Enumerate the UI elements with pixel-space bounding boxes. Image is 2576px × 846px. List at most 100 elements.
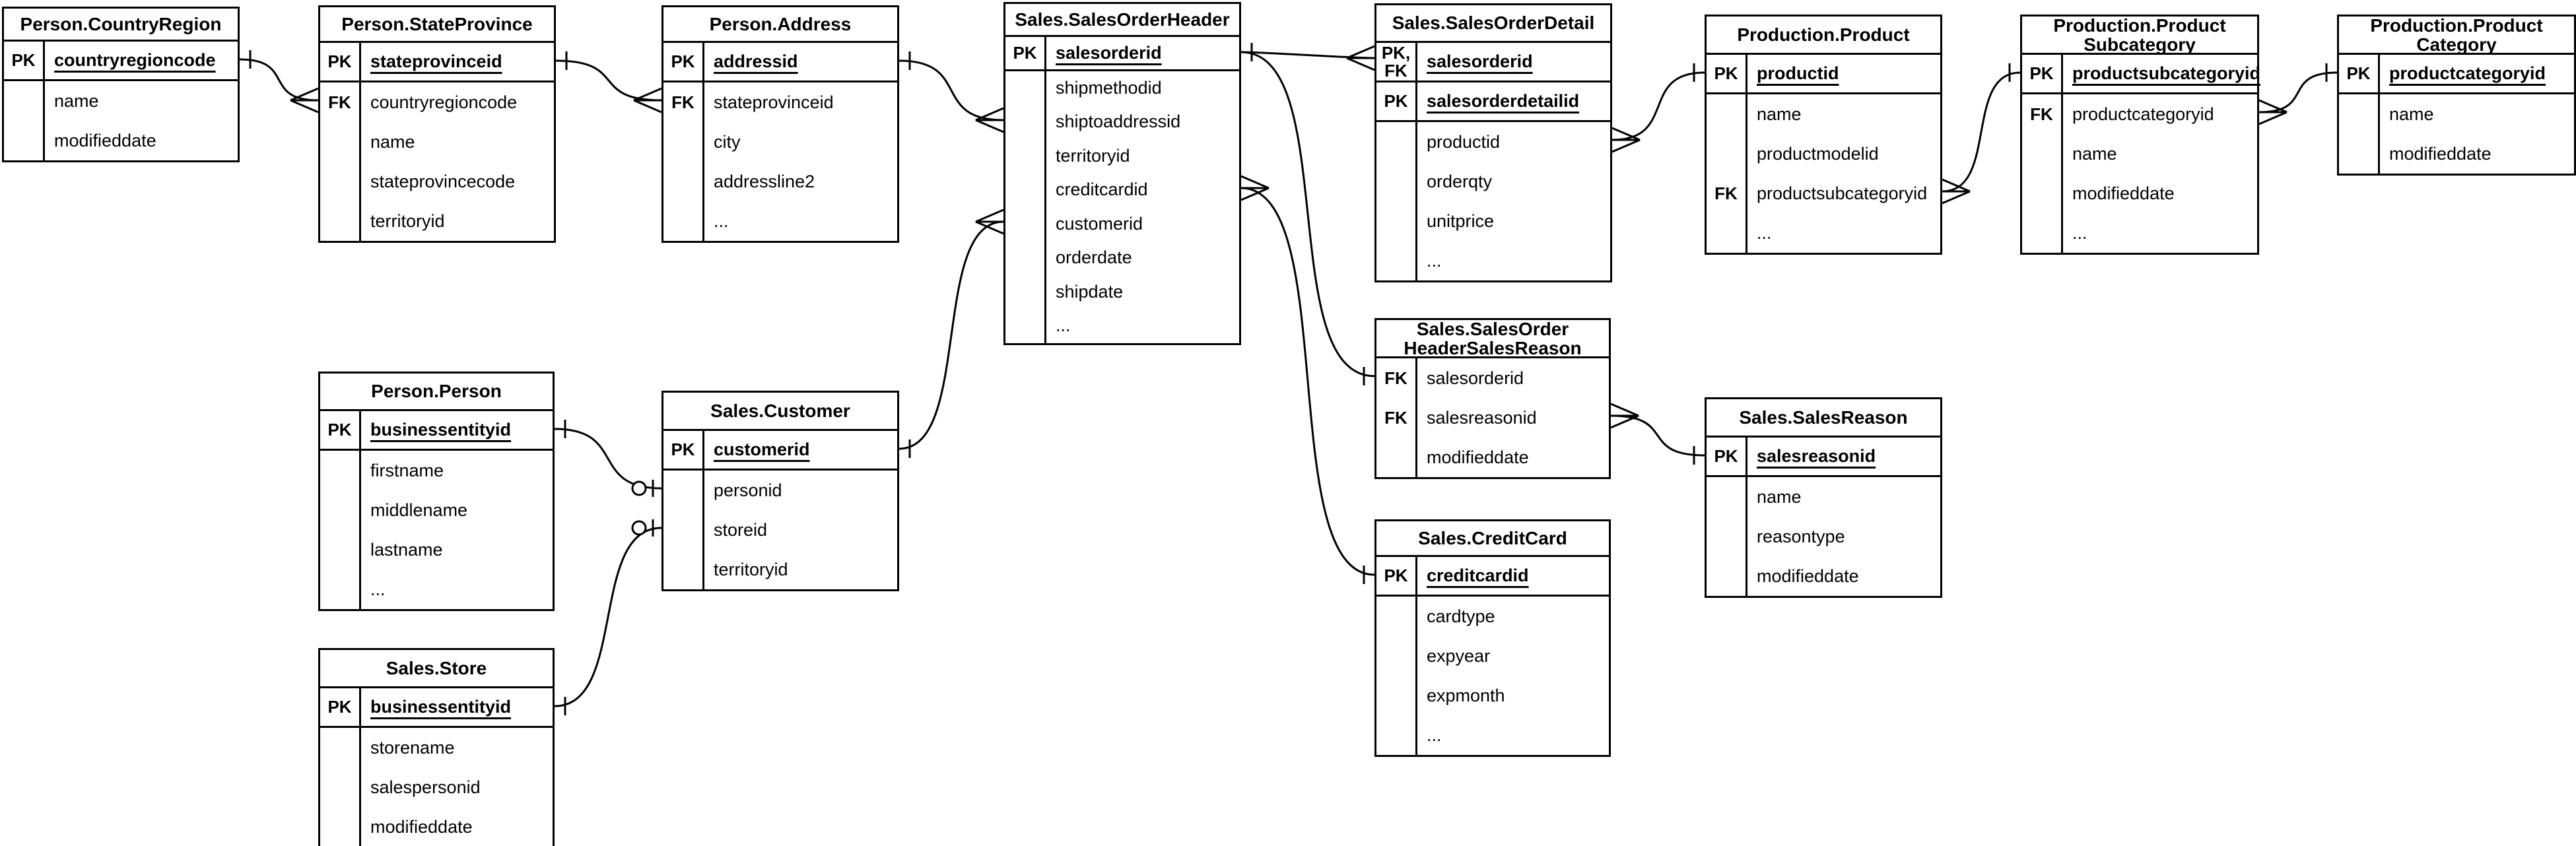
table-row: addressline2 <box>663 162 897 201</box>
key-cell <box>320 807 361 846</box>
relationship-line[interactable] <box>898 220 1004 450</box>
relationship-line[interactable] <box>1611 71 1705 141</box>
column-name: businessentityid <box>370 697 512 717</box>
table-row: ... <box>1005 309 1239 343</box>
key-cell <box>663 510 704 550</box>
column-name: firstname <box>370 460 444 480</box>
relationship-line[interactable] <box>2258 71 2338 114</box>
column-name: stateprovinceid <box>370 51 502 71</box>
relationship-line[interactable] <box>1240 187 1375 576</box>
column-name: name <box>2389 104 2434 124</box>
relationship-line[interactable] <box>1942 71 2021 193</box>
table-title-line: Sales.Store <box>386 657 487 678</box>
key-cell: FK <box>1376 358 1417 398</box>
key-cell <box>320 569 361 609</box>
table-title-line: Person.Address <box>709 13 852 34</box>
table-row: personid <box>663 471 897 510</box>
relationship-line[interactable] <box>1240 51 1375 377</box>
column-name: salesreasonid <box>1757 446 1876 466</box>
many-marker <box>290 87 319 114</box>
relationship-line[interactable] <box>554 428 662 490</box>
column-name: name <box>54 90 99 111</box>
table-row: modifieddate <box>1376 438 1609 477</box>
table-row: name <box>1707 477 1940 517</box>
table-row: productmodelid <box>1707 134 1940 174</box>
table-title: Person.CountryRegion <box>4 9 238 42</box>
relationship-line[interactable] <box>239 58 319 102</box>
key-label: FK <box>1384 368 1407 388</box>
column-name: productid <box>1757 63 1839 83</box>
key-cell <box>1005 139 1046 173</box>
key-cell <box>1707 134 1747 174</box>
column-name: salesorderid <box>1427 51 1533 71</box>
table-row: FK stateprovinceid <box>663 82 897 122</box>
column-name: modifieddate <box>2389 143 2491 164</box>
zero-or-one-marker-circle <box>631 520 647 536</box>
column-name: customerid <box>714 439 810 459</box>
key-cell <box>663 471 704 510</box>
key-cell <box>1005 71 1046 105</box>
table-row: reasontype <box>1707 517 1940 556</box>
table-row: modifieddate <box>2022 174 2257 213</box>
relationship-line[interactable] <box>554 527 662 707</box>
table-row: name <box>2339 94 2574 134</box>
table-title: Production.Product <box>1707 16 1940 55</box>
key-cell <box>1376 162 1417 201</box>
key-cell <box>320 201 361 241</box>
column-name: productcategoryid <box>2389 63 2546 83</box>
relationship-line[interactable] <box>1610 414 1705 457</box>
key-cell <box>1707 213 1747 253</box>
key-cell <box>2339 94 2380 134</box>
key-label: FK <box>1384 60 1407 81</box>
many-marker <box>633 87 662 114</box>
table-title: Sales.SalesOrderDetail <box>1376 5 1610 43</box>
key-cell <box>663 162 704 201</box>
key-cell: PK <box>1005 37 1046 69</box>
column-name: stateprovinceid <box>714 92 834 112</box>
column-name: personid <box>714 480 782 500</box>
relationship-line[interactable] <box>898 59 1004 121</box>
column-name: businessentityid <box>370 420 512 439</box>
column-name: productsubcategoryid <box>2072 63 2261 83</box>
key-label: PK <box>671 439 695 459</box>
table-title: Sales.SalesReason <box>1707 399 1940 438</box>
key-cell <box>320 122 361 162</box>
table-row: expyear <box>1376 636 1609 676</box>
key-label: PK <box>1384 91 1408 111</box>
key-cell: PK <box>663 431 704 469</box>
column-name: name <box>1757 104 1802 124</box>
table-title-line: Sales.CreditCard <box>1418 527 1567 548</box>
many-marker <box>975 107 1004 133</box>
column-name: orderqty <box>1427 171 1493 191</box>
key-label: PK <box>11 50 36 70</box>
column-name: salesorderid <box>1427 368 1524 388</box>
key-label: FK <box>671 92 695 112</box>
column-name: modifieddate <box>370 816 473 837</box>
table-title: Sales.Customer <box>663 393 897 431</box>
table-title: Person.Person <box>320 374 553 411</box>
key-cell <box>1707 477 1747 517</box>
column-name: countryregioncode <box>54 50 216 70</box>
many-marker <box>1942 178 1971 205</box>
column-name: salespersonid <box>370 777 481 797</box>
key-cell: PK <box>2022 55 2063 92</box>
table-row: salespersonid <box>320 767 553 807</box>
table-row: orderdate <box>1005 241 1239 275</box>
